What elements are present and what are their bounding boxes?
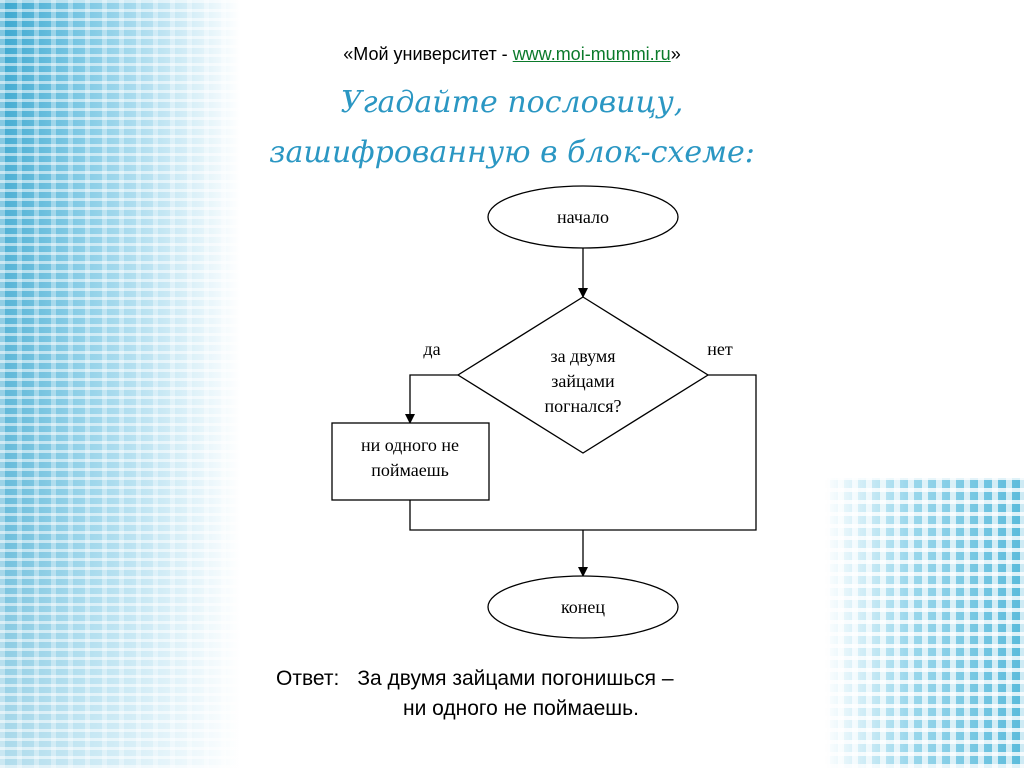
yes-label: да bbox=[423, 339, 440, 359]
process-line-2: поймаешь bbox=[371, 460, 449, 480]
answer-line-1: За двумя зайцами погонишься – bbox=[357, 667, 674, 690]
line-no-branch bbox=[583, 374, 757, 531]
end-label: конец bbox=[561, 597, 605, 617]
line-process-to-join bbox=[409, 500, 583, 531]
start-label: начало bbox=[557, 207, 609, 227]
end-node bbox=[487, 575, 679, 639]
no-label: нет bbox=[707, 339, 733, 359]
background-pattern-right bbox=[824, 478, 1024, 768]
decision-line-1: за двумя bbox=[550, 346, 615, 366]
decision-line-2: зайцами bbox=[551, 371, 615, 391]
title-line-2: зашифрованную в блок-схеме: bbox=[269, 135, 755, 170]
decision-node bbox=[456, 296, 710, 454]
header-prefix: «Мой университет - bbox=[343, 44, 513, 64]
answer-line-2: ни одного не поймаешь. bbox=[403, 697, 639, 720]
site-header: «Мой университет - www.moi-mummi.ru» bbox=[0, 44, 1024, 65]
title-line-1: Угадайте пословицу, bbox=[340, 85, 684, 120]
site-link[interactable]: www.moi-mummi.ru bbox=[512, 44, 671, 64]
slide-title: Угадайте пословицу, зашифрованную в блок… bbox=[0, 78, 1024, 178]
answer-block: Ответ: За двумя зайцами погонишься – ни о… bbox=[276, 664, 776, 724]
answer-label: Ответ: bbox=[276, 667, 340, 690]
decision-line-3: погнался? bbox=[544, 396, 621, 416]
arrow-yes-branch bbox=[405, 374, 458, 424]
background-pattern-left bbox=[0, 0, 240, 768]
process-node bbox=[331, 422, 490, 501]
header-suffix: » bbox=[670, 44, 681, 64]
process-line-1: ни одного не bbox=[361, 435, 459, 455]
